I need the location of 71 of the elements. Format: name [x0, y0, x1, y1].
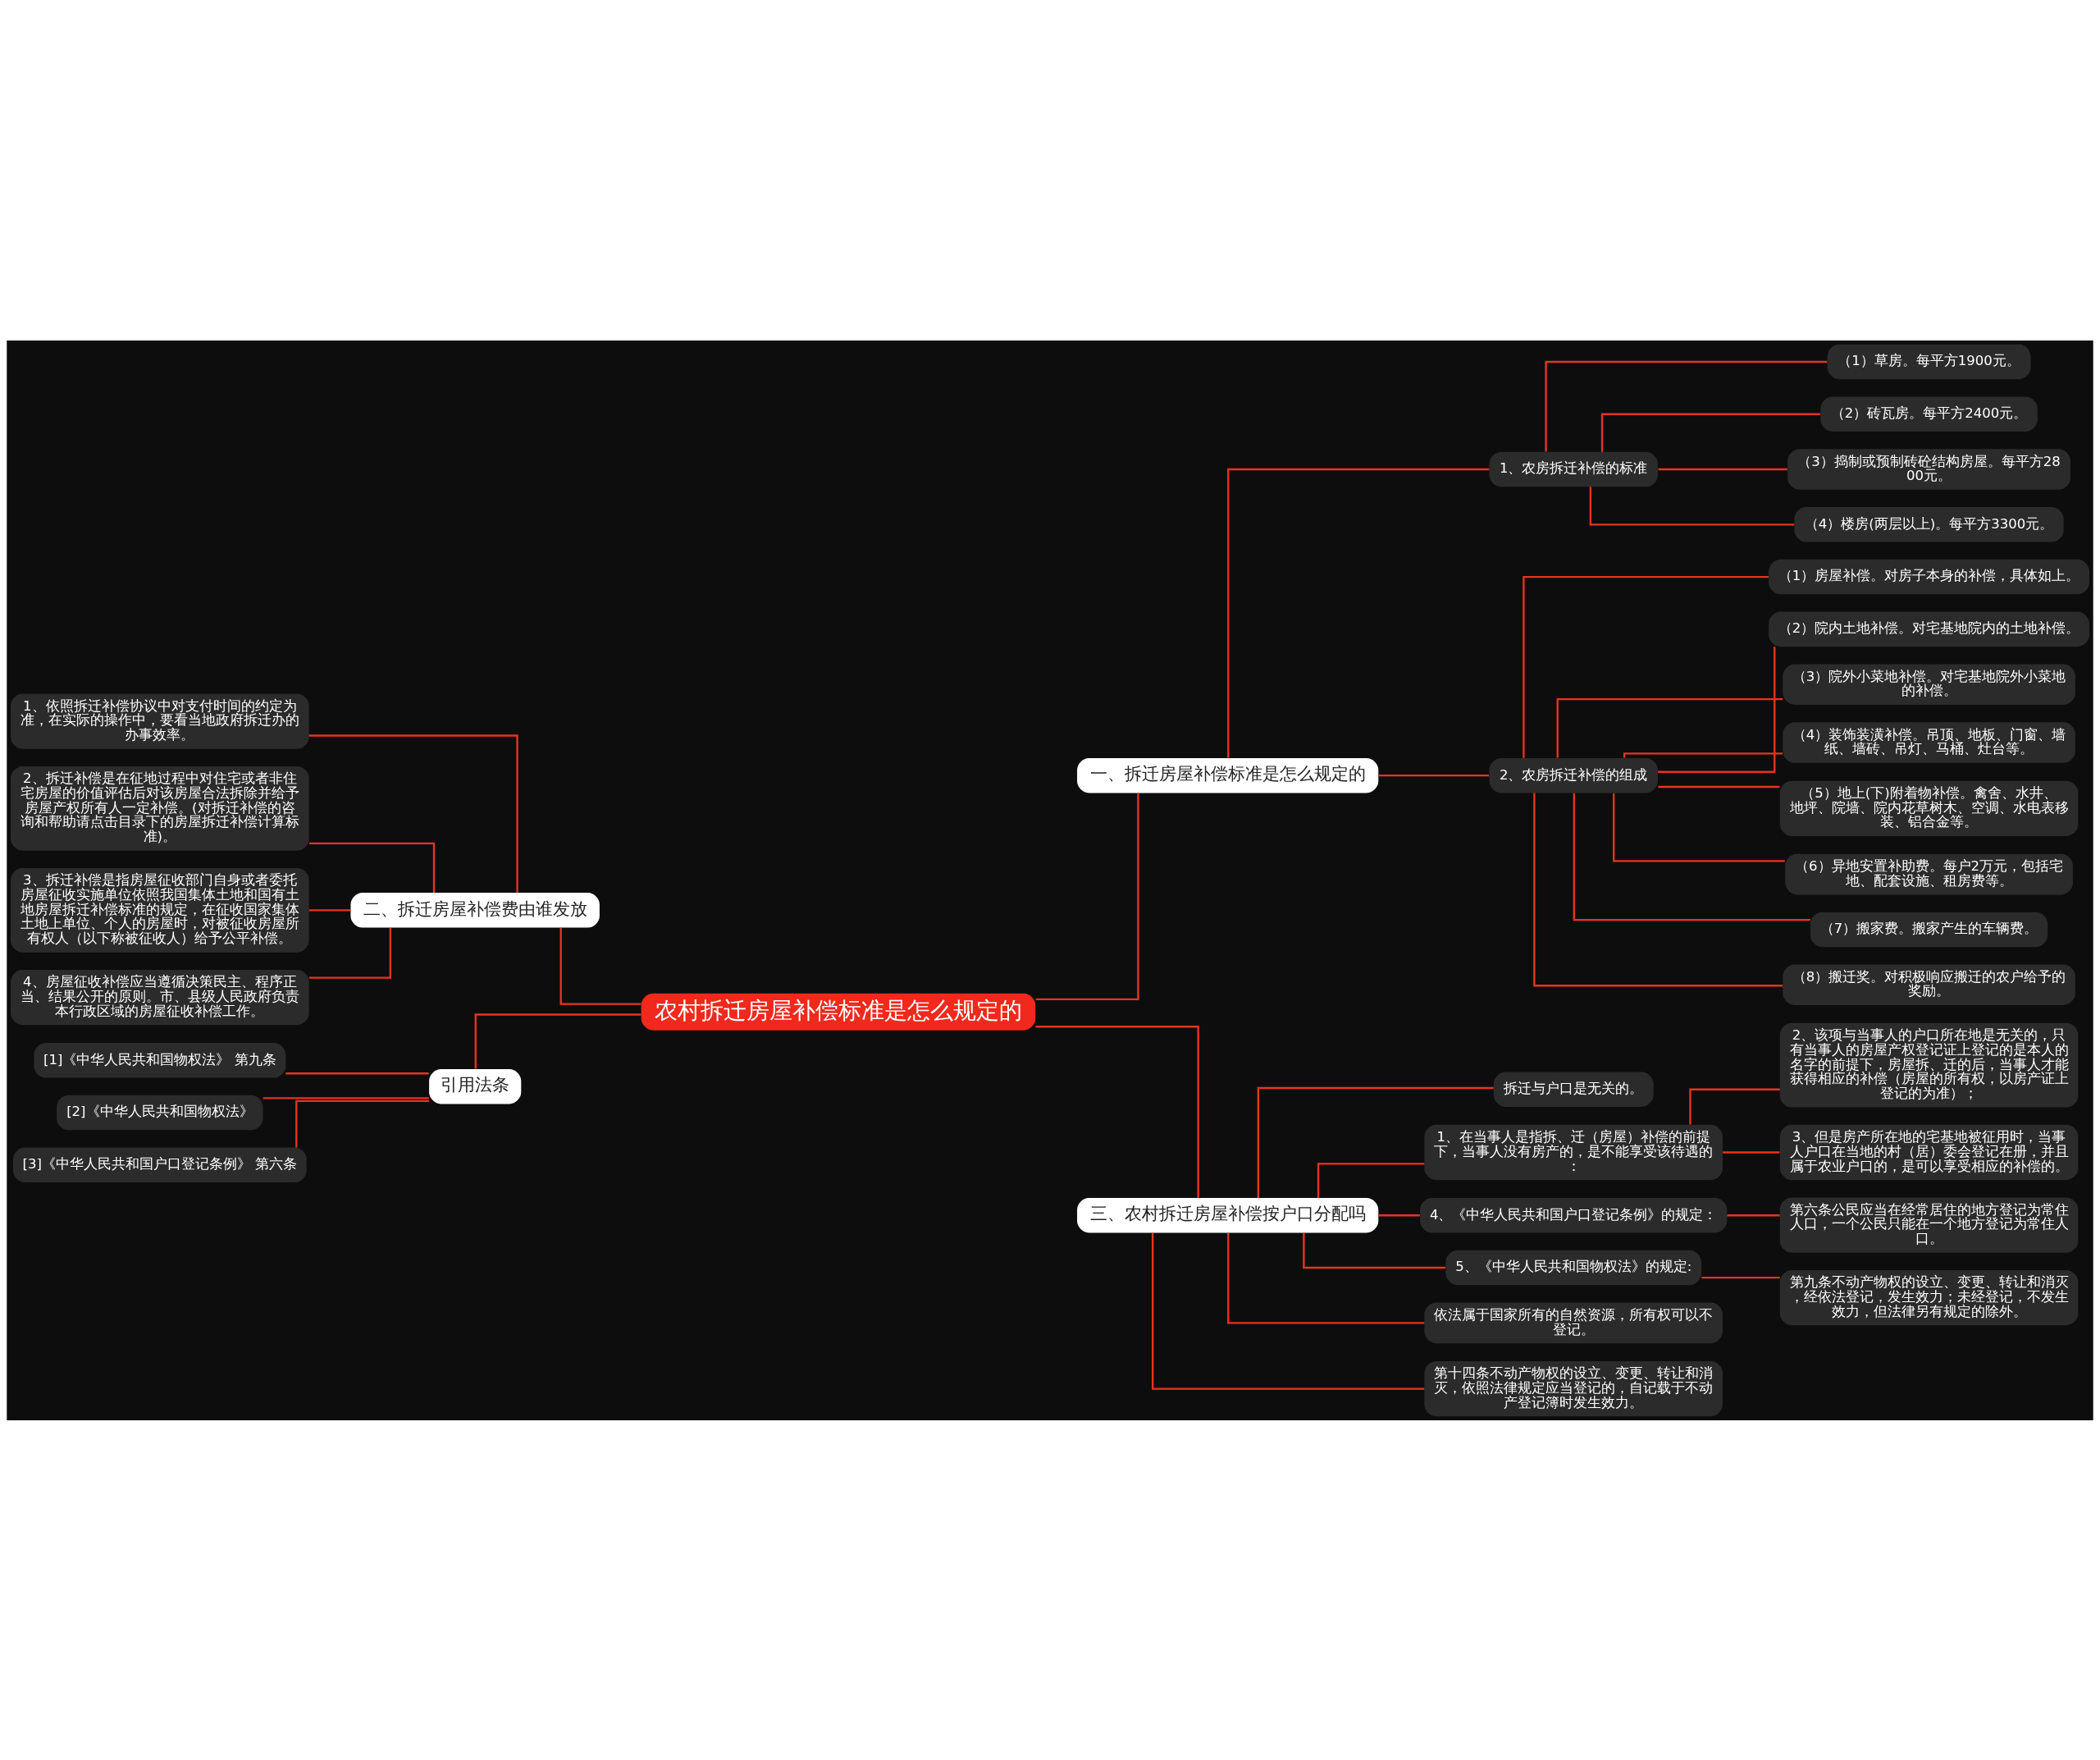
node-box: （3）捣制或预制砖砼结构房屋。每平方2800元。 [1787, 448, 2070, 490]
connector [1303, 1232, 1445, 1269]
connector [1556, 697, 1783, 758]
node-box: 第十四条不动产物权的设立、变更、转让和消灭，依照法律规定应当登记的，自记载于不动产登记簿时发生效力。 [1424, 1360, 1723, 1416]
connector [262, 1096, 429, 1099]
connector [1035, 793, 1139, 1000]
node-box: （7）搬家费。搬家产生的车辆费。 [1810, 912, 2048, 947]
node-box: [1]《中华人民共和国物权法》 第九条 [34, 1042, 286, 1078]
node-box: 二、拆迁房屋补偿费由谁发放 [350, 892, 600, 928]
node-box: 三、农村拆迁房屋补偿按户口分配吗 [1077, 1197, 1379, 1232]
node-box: 农村拆迁房屋补偿标准是怎么规定的 [641, 993, 1036, 1031]
connector [1589, 486, 1795, 526]
node-box: （4）楼房(两层以上)。每平方3300元。 [1794, 506, 2064, 542]
node-box: 2、农房拆迁补偿的组成 [1489, 757, 1658, 793]
connector [1257, 1086, 1494, 1198]
connector [1378, 1214, 1420, 1216]
node-box: 第九条不动产物权的设立、变更、转让和消灭，经依法登记，发生效力；未经登记，不发生效力，但法律另有规定的除外。 [1779, 1269, 2079, 1325]
connector [309, 842, 436, 893]
node-box: 4、房屋征收补偿应当遵循决策民主、程序正当、结果公开的原则。市、县级人民政府负责本行政区域的房屋征收补偿工作。 [11, 969, 309, 1025]
connector [285, 1072, 429, 1074]
node-box: （4）装饰装潢补偿。吊顶、地板、门窗、墙纸、墙砖、吊灯、马桶、灶台等。 [1783, 721, 2075, 763]
connector [1727, 1214, 1780, 1216]
node-box: 5、《中华人民共和国物权法》的规定: [1445, 1250, 1702, 1285]
node-box: 1、农房拆迁补偿的标准 [1489, 451, 1658, 487]
node-box: （2）砖瓦房。每平方2400元。 [1820, 396, 2038, 432]
connector [1533, 793, 1783, 986]
connector [1522, 575, 1769, 758]
node-box: 2、拆迁补偿是在征地过程中对住宅或者非住宅房屋的价值评估后对该房屋合法拆除并给予房屋产权所有人一定补偿。(对拆迁补偿的咨询和帮助请点击目录下的房屋拆迁补偿计算标准)。 [11, 766, 309, 851]
node-box: （1）草房。每平方1900元。 [1827, 344, 2031, 379]
node-box: （6）异地安置补助费。每户2万元，包括宅地、配套设施、租房费等。 [1785, 853, 2073, 894]
connector [308, 927, 392, 979]
connector [1658, 468, 1787, 470]
connector [1701, 1276, 1780, 1278]
node-box: （3）院外小菜地补偿。对宅基地院外小菜地的补偿。 [1783, 663, 2075, 705]
node-box: 引用法条 [429, 1068, 522, 1104]
node-box: 3、但是房产所在地的宅基地被征用时，当事人户口在当地的村（居）委会登记在册，并且属于农业户口的，是可以享受相应的补偿的。 [1779, 1124, 2079, 1180]
connector [1723, 1150, 1780, 1154]
connector [1689, 1088, 1780, 1125]
connector [1600, 413, 1820, 452]
node-box: （8）搬迁奖。对积极响应搬迁的农户给予的奖励。 [1783, 963, 2075, 1005]
connector [295, 1099, 430, 1148]
node-box: 第六条公民应当在经常居住的地方登记为常住人口，一个公民只能在一个地方登记为常住人口。 [1779, 1196, 2079, 1253]
node-box: （1）房屋补偿。对房子本身的补偿，具体如上。 [1769, 559, 2089, 594]
connector [559, 927, 641, 1005]
connector [1035, 1025, 1199, 1198]
connector [1227, 1232, 1425, 1323]
connector [1317, 1162, 1425, 1198]
node-box: 1、在当事人是指拆、迁（房屋）补偿的前提下，当事人没有房产的，是不能享受该待遇的： [1424, 1124, 1723, 1180]
node-box: 3、拆迁补偿是指房屋征收部门自身或者委托房屋征收实施单位依照我国集体土地和国有土地房屋拆迁补偿标准的规定，在征收国家集体土地上单位、个人的房屋时，对被征收房屋所有权人（以下称被征收人）给予公平补偿。 [11, 867, 309, 953]
connector [1378, 774, 1490, 776]
connector [308, 908, 351, 911]
node-box: （5）地上(下)附着物补偿。禽舍、水井、地坪、院墙、院内花草树木、空调、水电表移装、铝合金等。 [1779, 780, 2079, 836]
connector [1613, 793, 1785, 862]
node-box: 拆迁与户口是无关的。 [1493, 1072, 1654, 1107]
connector [1573, 793, 1810, 921]
connector [1545, 360, 1828, 451]
connector [474, 1013, 641, 1068]
node-box: 依法属于国家所有的自然资源，所有权可以不登记。 [1424, 1302, 1723, 1343]
node-box: 一、拆迁房屋补偿标准是怎么规定的 [1077, 757, 1379, 793]
node-box: 2、该项与当事人的户口所在地是无关的，只有当事人的房屋产权登记证上登记的是本人的名字的前提下，房屋拆、迁的后，当事人才能获得相应的补偿（房屋的所有权，以房产证上登记的为准）； [1779, 1022, 2079, 1108]
connector [1227, 468, 1490, 757]
node-box: （2）院内土地补偿。对宅基地院内的土地补偿。 [1769, 611, 2089, 647]
connector [1658, 646, 1776, 773]
node-box: [3]《中华人民共和国户口登记条例》 第六条 [12, 1147, 307, 1182]
node-box: 1、依照拆迁补偿协议中对支付时间的约定为准，在实际的操作中，要看当地政府拆迁办的办事效率。 [11, 693, 309, 749]
connector [1152, 1232, 1425, 1390]
node-box: [2]《中华人民共和国物权法》 [57, 1095, 263, 1130]
node-box: 4、《中华人民共和国户口登记条例》的规定： [1420, 1197, 1728, 1232]
connector [308, 734, 518, 893]
connector [1658, 785, 1780, 788]
connector [1623, 752, 1783, 757]
